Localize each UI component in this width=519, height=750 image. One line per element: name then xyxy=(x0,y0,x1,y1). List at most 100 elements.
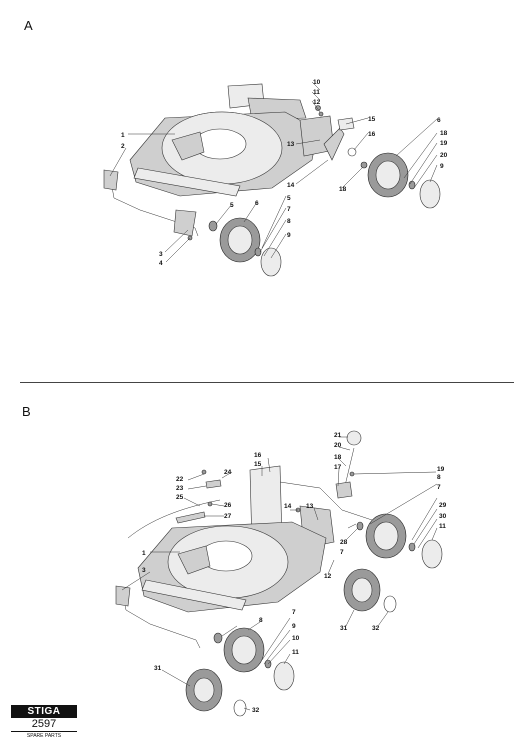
wheel-cap-b11b xyxy=(273,661,295,691)
front-wheel-b-rim xyxy=(231,635,257,665)
height-lever xyxy=(323,127,345,161)
callout-b-18: 18 xyxy=(334,454,342,461)
wheel-cap-a9 xyxy=(260,247,282,277)
callout-b-23: 23 xyxy=(176,485,184,492)
rear-wheel-b-rim xyxy=(373,521,399,551)
tyre-ring-b32 xyxy=(383,595,397,613)
lever-plate-b xyxy=(335,481,353,499)
callout-a-7: 7 xyxy=(287,206,291,213)
screw-b22 xyxy=(201,469,207,475)
callout-b-22: 22 xyxy=(176,476,184,483)
washer-b7b xyxy=(213,632,223,644)
section-a-label: A xyxy=(24,18,33,33)
callout-b-14: 14 xyxy=(284,503,292,510)
front-handle xyxy=(109,175,199,237)
callout-b-7a: 7 xyxy=(340,549,344,556)
callout-b-8b: 8 xyxy=(259,617,263,624)
deck-b-cover xyxy=(177,545,211,575)
callout-a-20: 20 xyxy=(440,152,448,159)
callout-b-29: 29 xyxy=(439,502,447,509)
rear-wheel-a-rim xyxy=(375,160,401,190)
front-handle-grip xyxy=(103,169,119,191)
nut-a7 xyxy=(254,247,262,257)
callout-b-16: 16 xyxy=(254,452,262,459)
callout-a-3: 3 xyxy=(159,251,163,258)
section-b-label: B xyxy=(22,404,31,419)
callout-a-6b: 6 xyxy=(437,117,441,124)
tyre-ring-b32b xyxy=(233,699,247,717)
diagram-a-callouts: 1 2 3 4 5 5 6 6 7 8 9 9 10 11 12 13 14 1… xyxy=(121,79,448,267)
callout-a-18: 18 xyxy=(339,186,347,193)
washer-a12 xyxy=(318,111,324,117)
washer-a5 xyxy=(208,220,218,232)
callout-b-31a: 31 xyxy=(340,625,348,632)
callout-a-16: 16 xyxy=(368,131,376,138)
callout-b-24: 24 xyxy=(224,469,232,476)
callout-b-13: 13 xyxy=(306,503,314,510)
callout-a-14: 14 xyxy=(287,182,295,189)
brand-logo: STIGA 2597 SPARE PARTS xyxy=(11,705,77,742)
diagram-b-leaders xyxy=(121,436,438,711)
callout-b-11a: 11 xyxy=(439,523,446,530)
callout-b-7b: 7 xyxy=(437,484,441,491)
front-wheel-a-rim xyxy=(227,225,253,255)
spare-front-wheel-b-rim xyxy=(193,677,215,703)
washer-b7a xyxy=(356,521,364,531)
deck-cover xyxy=(171,131,205,161)
washer-a18 xyxy=(360,161,368,169)
callout-b-11b: 11 xyxy=(292,649,299,656)
nut-b19 xyxy=(349,471,355,477)
callout-b-3: 3 xyxy=(142,567,146,574)
callout-a-15: 15 xyxy=(368,116,376,123)
callout-a-4: 4 xyxy=(159,260,163,267)
callout-b-15: 15 xyxy=(254,461,262,468)
knob-b21 xyxy=(346,430,362,446)
front-skirt-b xyxy=(141,579,247,611)
callout-b-31b: 31 xyxy=(154,665,162,672)
callout-a-11: 11 xyxy=(313,89,320,96)
front-skirt xyxy=(133,167,241,197)
brand-name: STIGA xyxy=(11,705,77,718)
diagram-a: 1 2 3 4 5 5 6 6 7 8 9 9 10 11 12 13 14 1… xyxy=(103,79,448,277)
spare-wheel-b-rim xyxy=(351,577,373,603)
clip-b23 xyxy=(205,479,222,489)
diagram-a-leaders xyxy=(109,81,438,263)
callout-b-12: 12 xyxy=(324,573,332,580)
callout-b-20: 20 xyxy=(334,442,342,449)
callout-b-30: 30 xyxy=(439,513,447,520)
callout-b-19: 19 xyxy=(437,466,445,473)
callout-a-19: 19 xyxy=(440,140,448,147)
callout-b-32b: 32 xyxy=(252,707,260,714)
callout-b-21: 21 xyxy=(334,432,342,439)
callout-b-7c: 7 xyxy=(292,609,296,616)
callout-a-5b: 5 xyxy=(287,195,291,202)
catalog-number: 2597 xyxy=(31,718,57,730)
nut-b30 xyxy=(408,542,416,552)
callout-a-6: 6 xyxy=(255,200,259,207)
callout-a-12: 12 xyxy=(313,99,321,106)
callout-a-8: 8 xyxy=(287,218,291,225)
callout-a-13: 13 xyxy=(287,141,295,148)
callout-b-26: 26 xyxy=(224,502,232,509)
callout-a-9b: 9 xyxy=(440,163,444,170)
wheel-cap-a20 xyxy=(419,179,441,209)
callout-b-25: 25 xyxy=(176,494,184,501)
callout-a-18b: 18 xyxy=(440,130,448,137)
washer-a10 xyxy=(315,105,321,111)
callout-b-17: 17 xyxy=(334,464,342,471)
callout-a-10: 10 xyxy=(313,79,321,86)
catalog-subtitle: SPARE PARTS xyxy=(11,731,77,740)
callout-b-8a: 8 xyxy=(437,474,441,481)
handle-tube xyxy=(279,481,373,521)
front-handle-b-grip xyxy=(115,585,131,607)
diagram-b: 1 3 7 7 7 8 8 9 10 11 11 12 13 14 15 16 … xyxy=(115,430,447,717)
wheel-cap-b11 xyxy=(421,539,443,569)
cable xyxy=(127,499,221,539)
section-divider xyxy=(20,382,514,383)
diagram-b-callouts: 1 3 7 7 7 8 8 9 10 11 11 12 13 14 15 16 … xyxy=(142,432,447,714)
spring xyxy=(175,511,206,524)
callout-b-32a: 32 xyxy=(372,625,380,632)
callout-b-28: 28 xyxy=(340,539,348,546)
screw-b26 xyxy=(207,501,213,507)
